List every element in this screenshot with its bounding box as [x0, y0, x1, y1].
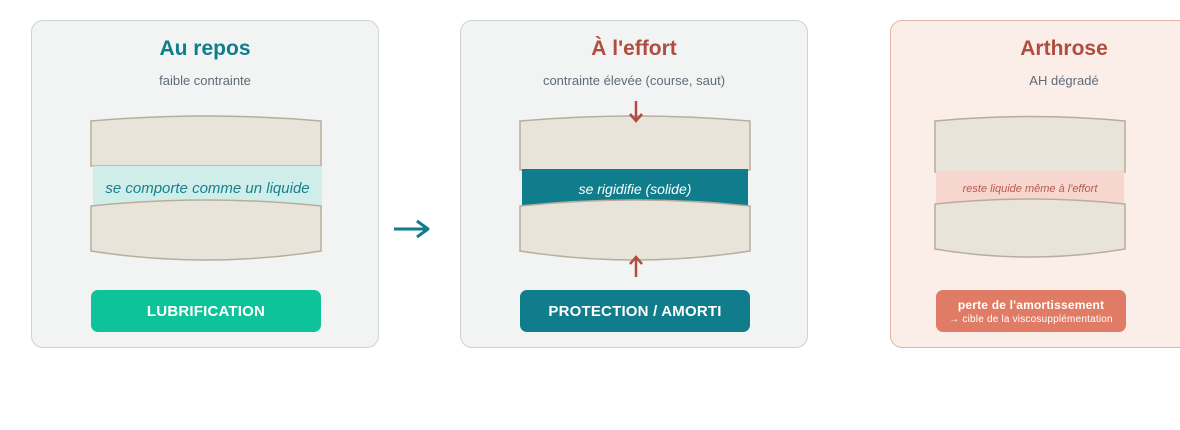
panel-subtitle: faible contrainte [159, 73, 251, 88]
panel-arthrose: Arthrose AH dégradé reste liquide même à… [890, 20, 1180, 348]
result-badge: PROTECTION / AMORTI [520, 290, 750, 332]
panel-subtitle: contrainte élevée (course, saut) [542, 73, 726, 88]
upper-bone [519, 115, 751, 171]
lower-bone [519, 199, 751, 261]
result-line-1: perte de l'amortissement [957, 297, 1105, 312]
result-badge: perte de l'amortissement → cible de la v… [936, 290, 1126, 332]
lower-bone [90, 199, 322, 261]
panel-subtitle: AH dégradé [1029, 73, 1099, 88]
result-badge: LUBRIFICATION [91, 290, 321, 332]
upper-bone [934, 115, 1126, 173]
arrow-right-icon [394, 219, 430, 239]
result-line-2: → cible de la viscosupplémentation [949, 313, 1113, 325]
upper-bone [90, 115, 322, 167]
lower-bone [934, 198, 1126, 258]
panel-title: Arthrose [1020, 37, 1108, 60]
arrow-down-icon [629, 101, 643, 123]
panel-title: À l'effort [591, 37, 677, 60]
panel-effort: À l'effort contrainte élevée (course, sa… [460, 20, 808, 348]
panel-title: Au repos [159, 37, 251, 60]
panel-rest: Au repos faible contrainte se comporte c… [31, 20, 379, 348]
arrow-up-icon [629, 255, 643, 277]
